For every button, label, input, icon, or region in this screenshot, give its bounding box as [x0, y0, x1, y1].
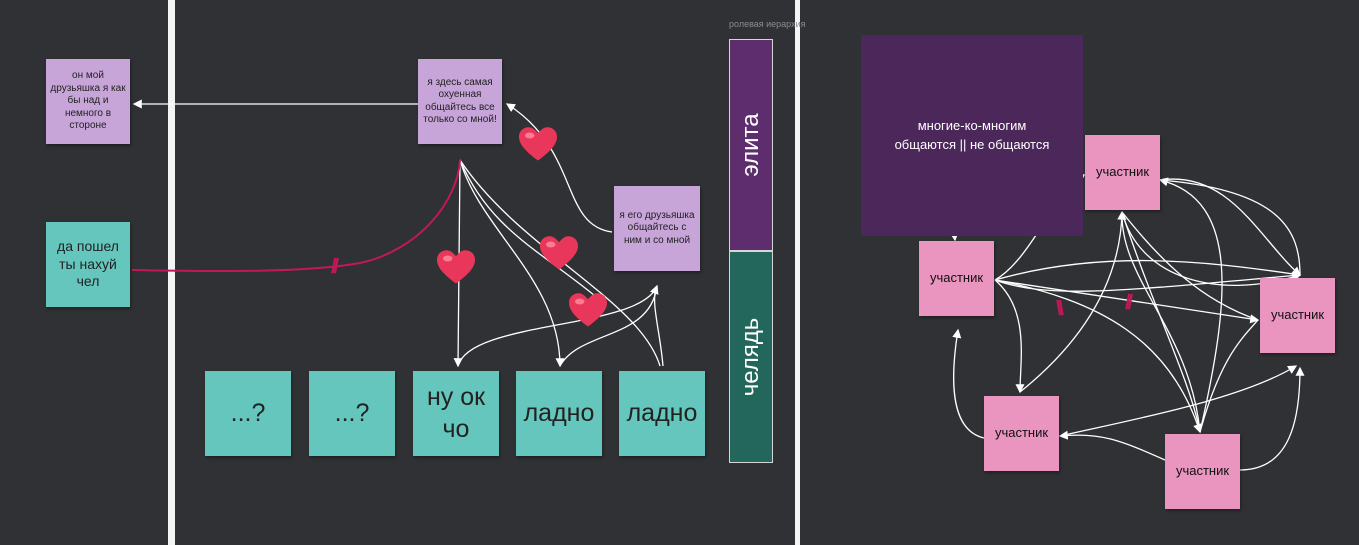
note-text: ...?: [334, 398, 370, 427]
hierarchy-title: ролевая иерархия: [729, 19, 806, 29]
participant-note[interactable]: участник: [1165, 434, 1240, 509]
sticky-note-servant[interactable]: ...?: [309, 371, 395, 456]
connector-elite-to-ladno2: [459, 159, 661, 367]
sticky-note-reject[interactable]: да пошел ты нахуй чел: [46, 222, 130, 307]
note-text: он мой друзьяшка я как бы над и немного …: [50, 70, 126, 132]
note-text: ну ок чо: [426, 383, 486, 443]
heart-icon: [569, 293, 607, 327]
sticky-note-friend-left[interactable]: он мой друзьяшка я как бы над и немного …: [46, 59, 130, 144]
connector-mm-18: [1239, 366, 1305, 471]
note-text: я здесь самая охуенная общайтесь все тол…: [423, 76, 497, 126]
connector-ladno2-to-friend: [653, 285, 664, 367]
panel-divider: [168, 0, 175, 545]
band-elite[interactable]: элита: [729, 39, 773, 251]
connector-mm-16: [1159, 179, 1301, 276]
connector-mm-10: [1121, 211, 1302, 286]
panel-divider: [795, 0, 800, 545]
note-text: да пошел ты нахуй чел: [57, 238, 119, 290]
participant-note[interactable]: участник: [1085, 135, 1160, 210]
connector-mm-12: [1121, 211, 1259, 321]
note-text: я его друзьяшка общайтесь с ним и со мно…: [619, 209, 695, 246]
many-to-many-subtitle: общаются || не общаются: [894, 136, 1050, 152]
sticky-note-servant[interactable]: ну ок чо: [413, 371, 499, 456]
note-text: ладно: [523, 398, 595, 427]
participant-label: участник: [1270, 307, 1325, 323]
double-slash-icon: //: [331, 256, 339, 278]
band-label-elite: элита: [737, 113, 764, 177]
many-to-many-box[interactable]: многие-ко-многим общаются || не общаются: [861, 35, 1083, 236]
connector-mm-20: [1059, 365, 1298, 437]
connector-mm-13: [1117, 210, 1201, 433]
participant-label: участник: [1095, 164, 1150, 180]
band-label-servants: челядь: [737, 317, 764, 397]
sticky-note-elite[interactable]: я здесь самая охуенная общайтесь все тол…: [418, 59, 502, 144]
note-text: ладно: [626, 398, 698, 427]
participant-note[interactable]: участник: [1260, 278, 1335, 353]
participant-label: участник: [929, 270, 984, 286]
connector-mm-9: [1019, 211, 1123, 393]
connector-mm-19: [1058, 430, 1166, 461]
band-servants[interactable]: челядь: [729, 251, 773, 463]
double-slash-icon: //: [1125, 292, 1133, 314]
connector-mm-14: [1159, 178, 1301, 276]
double-slash-icon: \\: [1056, 298, 1064, 320]
connector-mm-8: [952, 328, 985, 439]
connector-friend-to-elite: [505, 103, 613, 233]
connector-rejected: [131, 159, 461, 273]
connector-mm-11: [1121, 211, 1201, 433]
participant-label: участник: [1175, 463, 1230, 479]
sticky-note-friend-right[interactable]: я его друзьяшка общайтесь с ним и со мно…: [614, 186, 700, 271]
participant-label: участник: [994, 425, 1049, 441]
connector-mm-6: [994, 279, 1202, 434]
heart-icon: [519, 127, 557, 161]
connector-ladno1-to-friend: [559, 285, 658, 367]
sticky-note-servant[interactable]: ладно: [516, 371, 602, 456]
connector-mm-5: [994, 259, 1301, 281]
heart-icon: [437, 250, 475, 284]
note-text: ...?: [230, 398, 266, 427]
connector-elite-arc: [459, 159, 601, 301]
participant-note[interactable]: участник: [984, 396, 1059, 471]
connector-mm-7: [994, 279, 1025, 394]
connector-elite-to-ladno1: [459, 159, 565, 368]
heart-icon: [540, 236, 578, 270]
sticky-note-servant[interactable]: ладно: [619, 371, 705, 456]
connector-mm-15: [1158, 177, 1223, 433]
connector-nuok-to-friend: [457, 284, 659, 367]
connector-mm-17: [1199, 319, 1259, 433]
sticky-note-servant[interactable]: ...?: [205, 371, 291, 456]
participant-note[interactable]: участник: [919, 241, 994, 316]
many-to-many-title: многие-ко-многим: [917, 117, 1027, 133]
connector-mm-3: [994, 279, 1260, 324]
